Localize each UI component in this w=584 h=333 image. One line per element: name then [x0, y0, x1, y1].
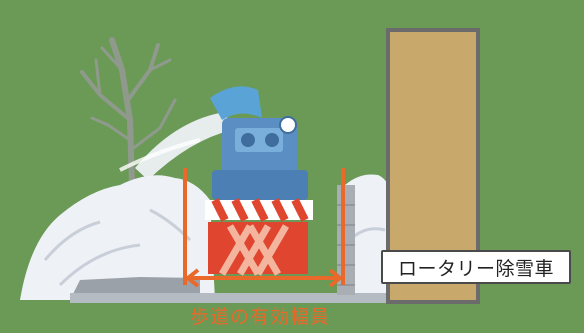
blown-snow-stream	[119, 112, 232, 180]
rotary-snowplow-icon	[210, 86, 308, 200]
striped-barrier-icon	[205, 198, 313, 276]
bare-tree-icon	[80, 37, 177, 188]
effective-width-label: 歩道の有効幅員	[189, 306, 330, 328]
curb	[70, 277, 400, 303]
snow-bank-left	[20, 175, 215, 300]
effective-width-arrow	[183, 168, 345, 288]
vehicle-label: ロータリー除雪車	[381, 250, 571, 284]
